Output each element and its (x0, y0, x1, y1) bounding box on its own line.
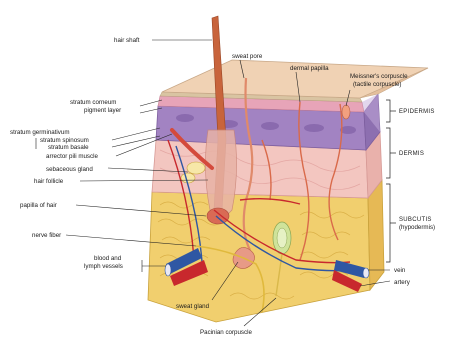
label-meissner-1: Meissner's corpuscle (350, 73, 408, 80)
subcutis-block (148, 180, 384, 322)
label-stratum-spinosum: stratum spinosum (40, 137, 89, 144)
label-pacinian: Pacinian corpuscle (200, 329, 252, 336)
label-stratum-corneum: stratum corneum (70, 99, 116, 106)
label-stratum-basale: stratum basale (48, 144, 89, 151)
label-hair-shaft: hair shaft (114, 37, 140, 44)
label-sweat-pore: sweat pore (232, 53, 263, 60)
label-blood-1: blood and (94, 255, 122, 262)
label-sweat-gland: sweat gland (176, 303, 210, 310)
layer-dermis: DERMIS (399, 151, 424, 157)
label-stratum-germinativum: stratum germinativum (10, 129, 70, 136)
label-artery: artery (394, 279, 411, 286)
label-blood-2: lymph vessels (84, 263, 123, 270)
label-vein: vein (394, 267, 406, 274)
layer-subcutis: SUBCUTIS (399, 217, 432, 223)
label-arrector-pili: arrector pili muscle (46, 153, 98, 160)
label-papilla-of-hair: papilla of hair (20, 202, 57, 209)
label-dermal-papilla: dermal papilla (290, 65, 329, 72)
label-nerve-fiber: nerve fiber (32, 232, 61, 239)
meissner-corpuscle (342, 105, 350, 119)
label-pigment-layer: pigment layer (84, 107, 121, 114)
label-sebaceous-gland: sebaceous gland (46, 166, 93, 173)
layer-brackets (386, 100, 396, 262)
label-meissner-2: (tactile corpuscle) (353, 81, 402, 88)
label-hair-follicle: hair follicle (34, 178, 64, 185)
layer-hypodermis: (hypodermis) (399, 224, 435, 231)
layer-epidermis: EPIDERMIS (399, 109, 435, 115)
